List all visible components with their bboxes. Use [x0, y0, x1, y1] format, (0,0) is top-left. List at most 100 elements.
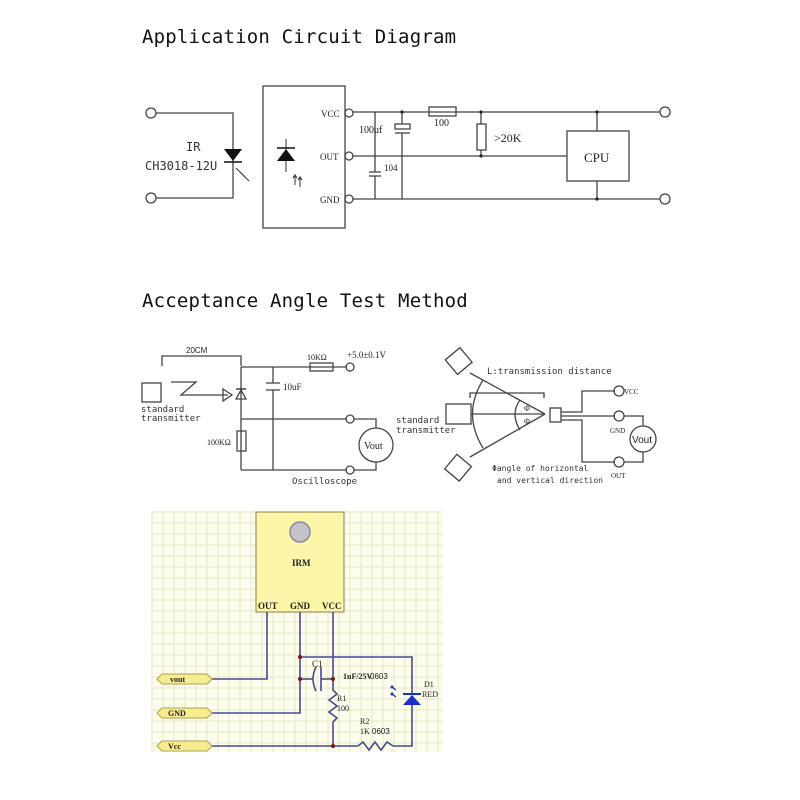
cap-ceramic-label: 104 — [384, 163, 398, 173]
scope-terminal-bottom — [345, 465, 355, 475]
pin-vcc — [613, 385, 625, 397]
title-acceptance-angle: Acceptance Angle Test Method — [142, 290, 468, 312]
phi-upper: Φ — [524, 404, 530, 413]
vout-meter-label: Vout — [632, 435, 652, 446]
pin-vcc-label: VCC — [322, 601, 342, 611]
port-gnd: GND — [156, 707, 213, 719]
application-circuit: IR CH3018-12U VCC OUT GND 100uf 10 — [145, 85, 671, 229]
resistor-100k-icon — [236, 430, 247, 452]
transmitter-box-middle — [445, 403, 472, 425]
transmitter-label-2: transmitter — [141, 414, 201, 424]
cpu-label: CPU — [584, 150, 610, 165]
pin-label-gnd: GND — [320, 195, 340, 205]
scope-terminal-top — [345, 414, 355, 424]
ir-label: IR — [186, 140, 201, 154]
ir-signal-icon — [171, 381, 228, 396]
c1-ref: C1 — [312, 659, 323, 669]
capacitor-10uf-label: 10uF — [283, 382, 302, 392]
pin-vcc-label: VCC — [624, 388, 639, 396]
led-d1-icon — [390, 685, 421, 705]
arc-outer — [471, 379, 484, 449]
resistor-r1-icon — [327, 679, 339, 725]
resistor-10k-icon — [309, 362, 334, 372]
c1-package: 0603 — [370, 672, 388, 681]
pin-out — [613, 456, 625, 468]
supply-label: +5.0±0.1V — [347, 350, 387, 360]
port-vout: vout — [156, 673, 213, 685]
pin-gnd-label: GND — [610, 427, 625, 435]
vout-meter — [629, 425, 657, 453]
sensor-lens-icon — [289, 521, 311, 543]
test-circuit: 20CM standard transmitter 10KΩ +5.0±0.1V… — [141, 346, 394, 487]
transmitter-box-bottom — [443, 453, 473, 483]
transmitter-box — [141, 382, 162, 403]
pin-gnd-label: GND — [290, 601, 311, 611]
junction — [331, 677, 335, 681]
transmitter-label-1: standard — [396, 416, 439, 426]
pullup-resistor-icon — [476, 123, 487, 151]
transmitter-label-1: standard — [141, 405, 184, 415]
terminal-right-bottom — [659, 193, 671, 205]
resistor-100k-label: 100KΩ — [207, 438, 231, 447]
r2-ref: R2 — [360, 717, 369, 726]
ir-led-wire — [156, 112, 234, 199]
series-resistor-icon — [428, 106, 457, 117]
irm-label: IRM — [292, 558, 311, 568]
terminal-left-top — [145, 107, 157, 119]
irm-schematic: IRM OUT GND VCC C1 1uF/25V 0603 R1 100 R… — [151, 511, 443, 752]
transmitter-label-2: transmitter — [396, 426, 456, 436]
terminal-right-top — [659, 106, 671, 118]
port-vout-label: vout — [170, 675, 185, 684]
port-vcc: Vcc — [156, 740, 213, 752]
phi-lower: Φ — [524, 417, 530, 426]
d1-ref: D1 — [424, 680, 434, 689]
angle-label-2: and vertical direction — [497, 476, 603, 485]
cap-electrolytic-label: 100uf — [359, 125, 383, 136]
d1-value: RED — [422, 690, 438, 699]
scope-label: Oscilloscope — [292, 477, 357, 487]
junction — [298, 655, 302, 659]
resistor-10k-label: 10KΩ — [307, 353, 327, 362]
wire-out — [212, 612, 268, 680]
distance-marker — [161, 355, 242, 366]
pin-gnd — [613, 410, 625, 422]
pullup-resistor-label: >20K — [494, 131, 522, 145]
cpu-box — [566, 130, 630, 182]
capacitor-c1-icon — [312, 666, 322, 692]
wire-gnd — [212, 612, 301, 714]
pin-label-out: OUT — [320, 152, 339, 162]
photodiode-icon — [277, 139, 303, 187]
r1-ref: R1 — [337, 694, 346, 703]
r1-value: 100 — [337, 704, 349, 713]
angle-label-1: Φangle of horizontal — [492, 464, 589, 473]
distance-label: 20CM — [186, 346, 208, 355]
distance-label-L: L:transmission distance — [487, 367, 612, 377]
pin-out — [344, 151, 354, 161]
angle-test: L:transmission distance Φ Φ standard tra… — [396, 346, 657, 485]
electrolytic-cap-icon — [394, 123, 411, 130]
ir-led-icon — [224, 149, 250, 182]
series-resistor-label: 100 — [434, 118, 449, 129]
resistor-r2-icon — [357, 740, 394, 752]
pin-out-label: OUT — [258, 601, 278, 611]
pin-gnd — [344, 194, 354, 204]
r2-package: 0603 — [372, 727, 390, 736]
arc-inner — [514, 399, 521, 431]
pin-vcc — [344, 108, 354, 118]
port-gnd-label: GND — [168, 709, 186, 718]
photodiode-icon — [234, 388, 248, 400]
title-application-circuit: Application Circuit Diagram — [142, 26, 457, 48]
c1-value: 1uF/25V — [343, 672, 373, 681]
supply-terminal — [345, 362, 355, 372]
vout-meter-label: Vout — [364, 441, 383, 452]
ir-part-label: CH3018-12U — [145, 159, 217, 173]
terminal-left-bottom — [145, 192, 157, 204]
r2-value: 1K — [360, 727, 370, 736]
pin-label-vcc: VCC — [321, 109, 340, 119]
pin-out-label: OUT — [611, 472, 626, 480]
receiver-icon — [549, 407, 562, 423]
port-vcc-label: Vcc — [168, 742, 181, 751]
vout-meter — [358, 427, 394, 463]
distance-marker-L — [469, 392, 545, 398]
